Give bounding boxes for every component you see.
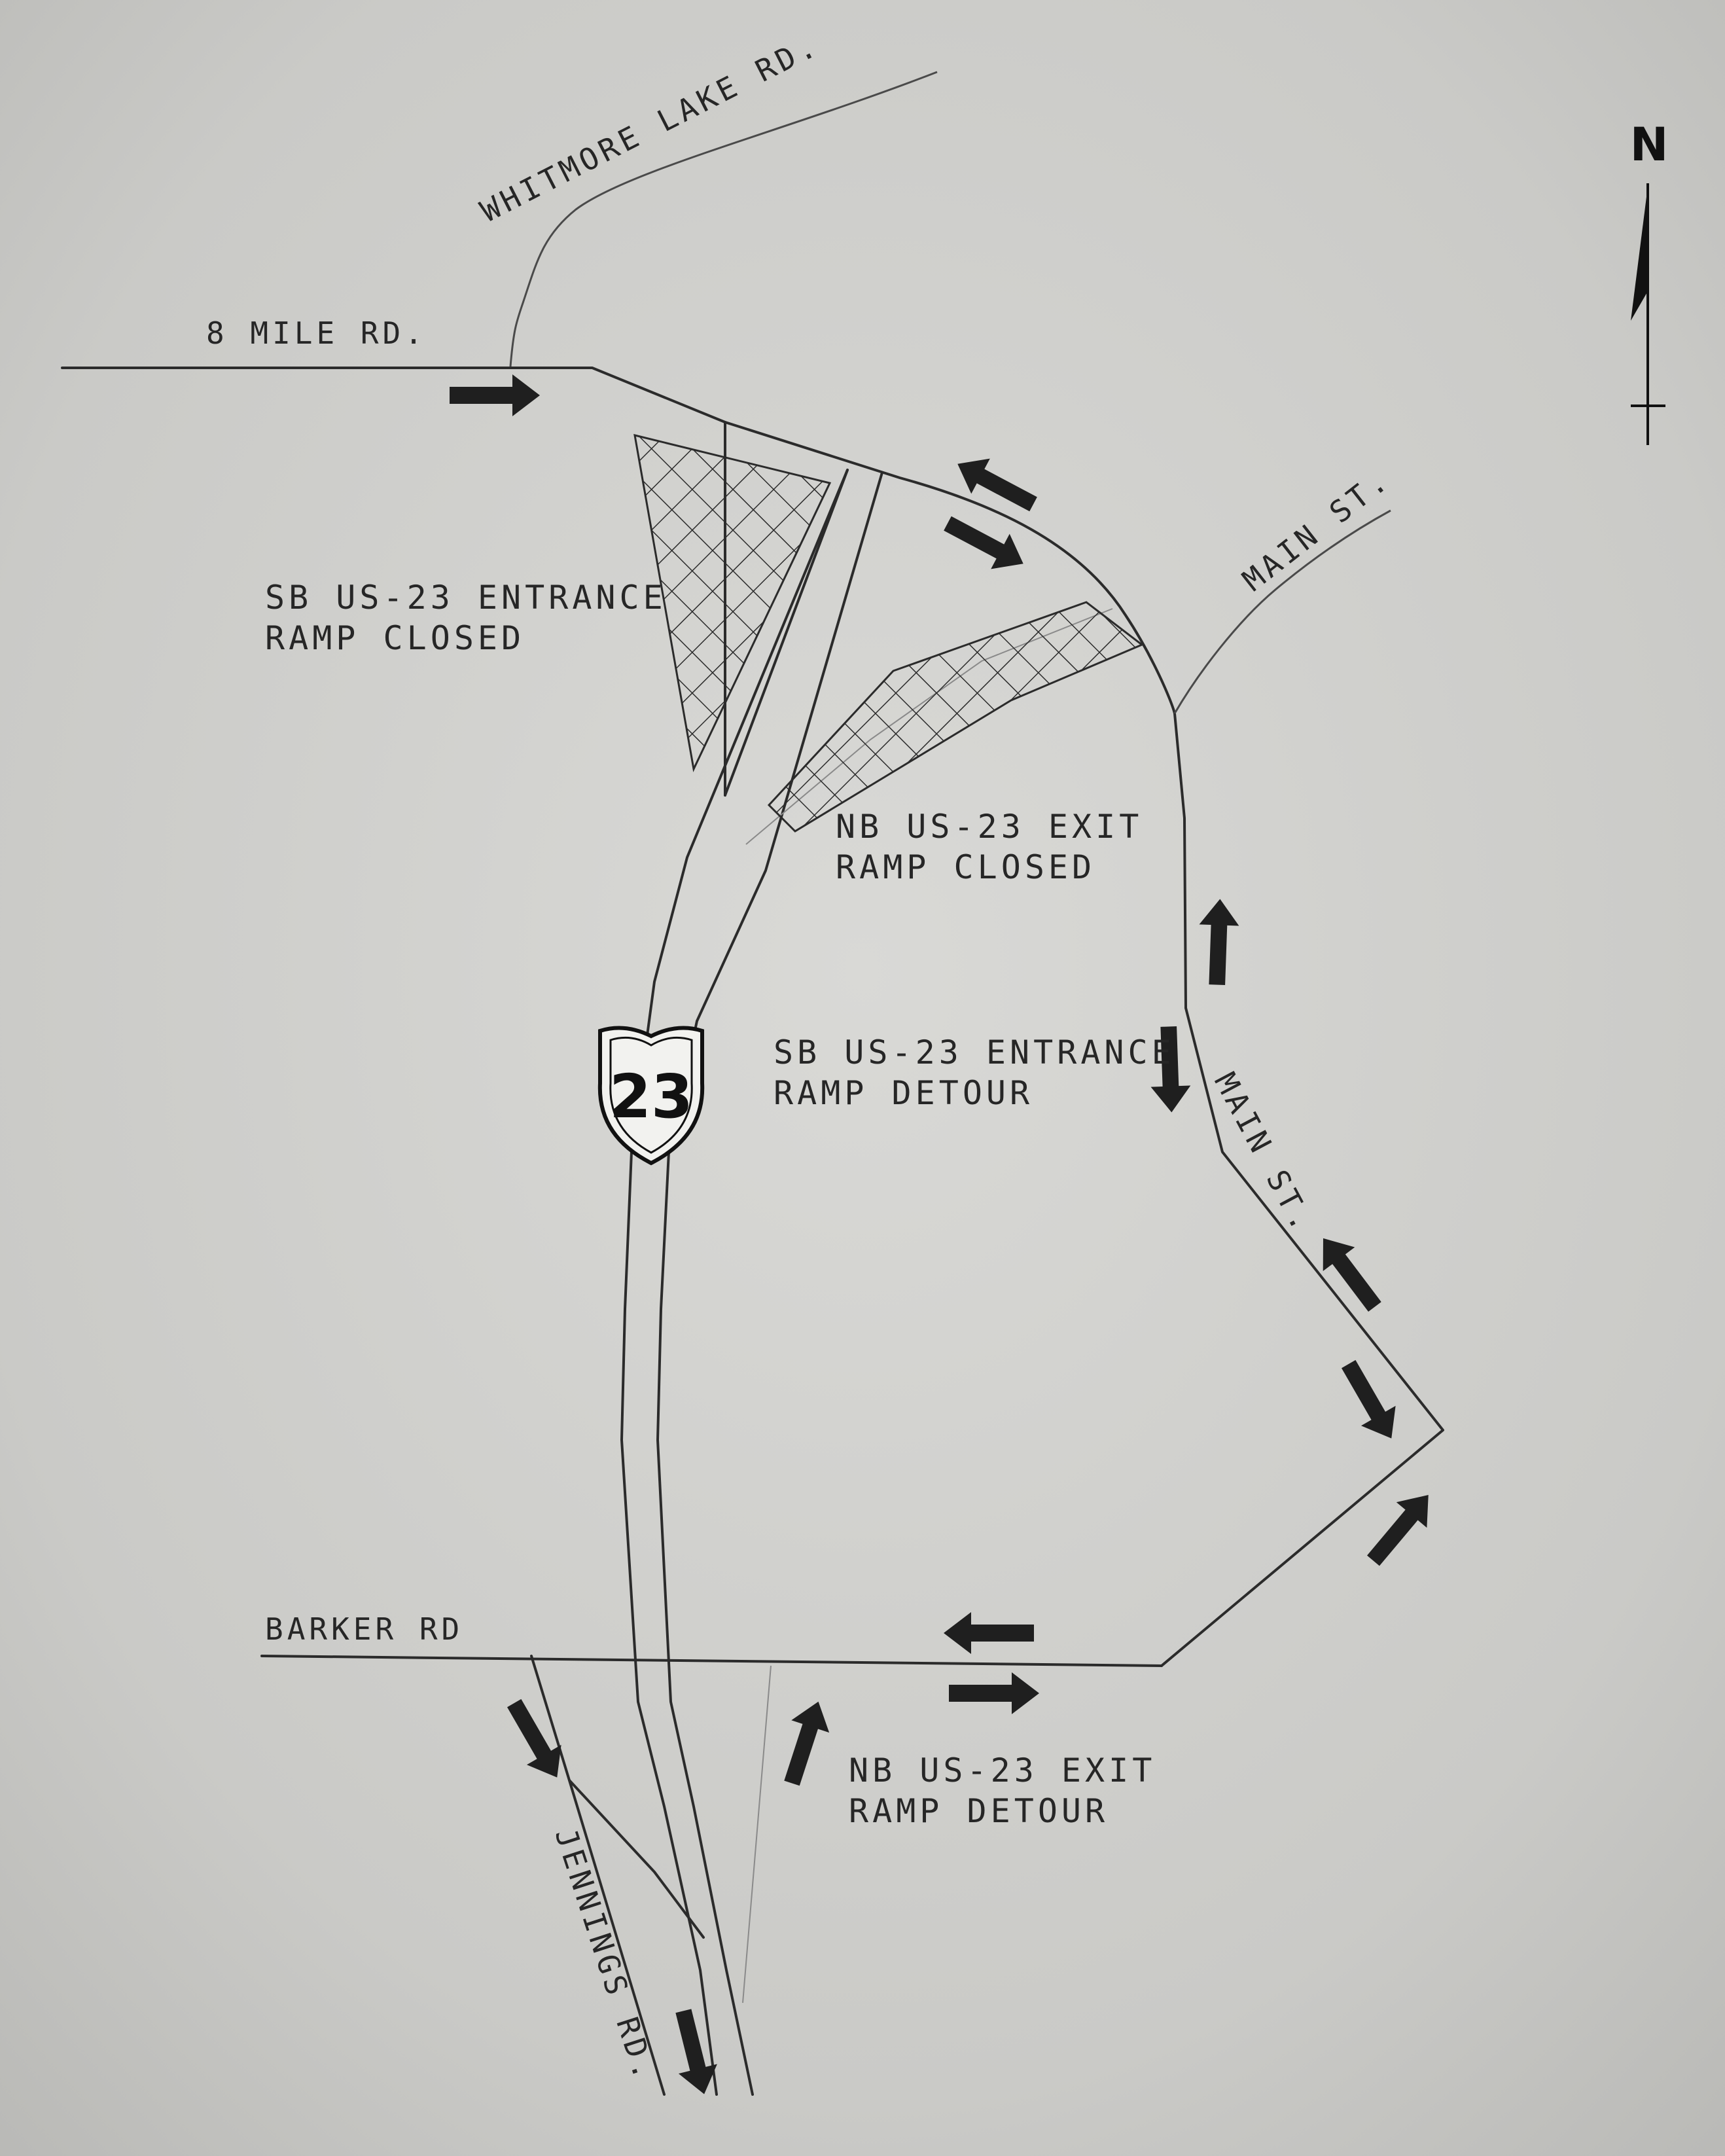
eight-mile-rd-label: 8 MILE RD.: [206, 315, 427, 351]
us23-west-edge: [620, 469, 849, 2096]
sb-entrance-closed-hatch: [633, 433, 832, 772]
shield-route-number: 23: [609, 1062, 693, 1132]
north-arrow-icon: N: [1630, 118, 1669, 445]
eight-mile-main-st-line: [61, 367, 1187, 1009]
north-label: N: [1630, 118, 1669, 171]
note-nb-exit-closed: NB US-23 EXIT RAMP CLOSED: [836, 808, 1143, 886]
note-nb-exit-closed-line2: RAMP CLOSED: [836, 848, 1095, 886]
note-sb-entrance-closed-line2: RAMP CLOSED: [265, 619, 525, 657]
note-nb-exit-detour: NB US-23 EXIT RAMP DETOUR: [849, 1752, 1156, 1830]
us-highway-shield-icon: 23: [597, 1026, 705, 1166]
nb-exit-closed-hatch: [767, 601, 1144, 833]
note-sb-entrance-closed-line1: SB US-23 ENTRANCE: [265, 579, 667, 617]
nb-exit-detour-faint-line: [742, 1665, 772, 2003]
note-nb-exit-detour-line2: RAMP DETOUR: [849, 1792, 1109, 1830]
note-sb-entrance-detour: SB US-23 ENTRANCE RAMP DETOUR: [774, 1033, 1175, 1112]
sb-entrance-ramp-merge: [724, 469, 849, 797]
barker-rd-label: BARKER RD: [265, 1611, 463, 1647]
us23-east-edge: [656, 471, 883, 2096]
main-st-south-line: [1160, 1007, 1444, 1667]
barker-rd-line: [260, 1655, 1163, 1667]
note-nb-exit-closed-line1: NB US-23 EXIT: [836, 808, 1143, 846]
jennings-rd-line: [530, 1655, 705, 1939]
note-sb-entrance-closed: SB US-23 ENTRANCE RAMP CLOSED: [265, 579, 667, 657]
note-nb-exit-detour-line1: NB US-23 EXIT: [849, 1752, 1156, 1789]
jennings-rd-connector: [568, 1779, 666, 2096]
main-st-north-line: [1173, 509, 1391, 714]
note-sb-entrance-detour-line1: SB US-23 ENTRANCE: [774, 1033, 1175, 1071]
note-sb-entrance-detour-line2: RAMP DETOUR: [774, 1074, 1033, 1112]
whitmore-lake-rd-line: [509, 71, 938, 367]
